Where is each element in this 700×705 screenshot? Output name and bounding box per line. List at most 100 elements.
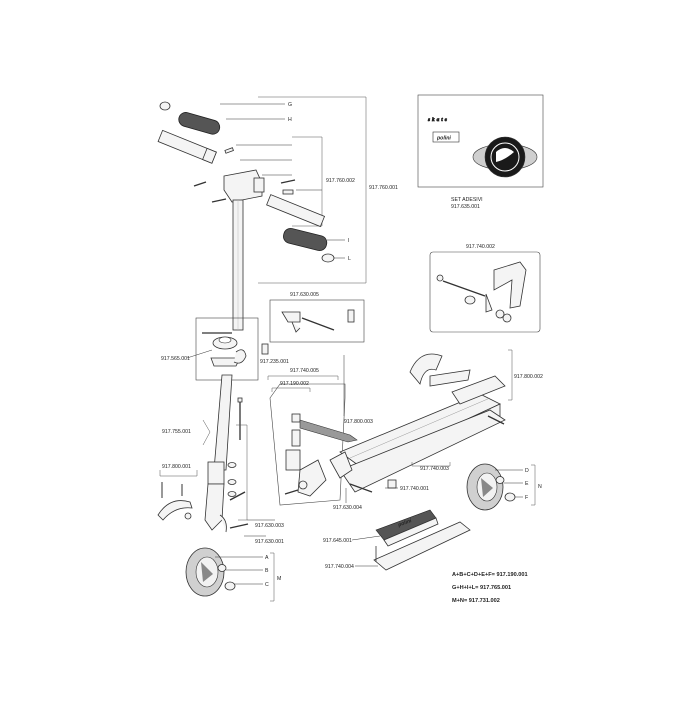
fork-bolt: [229, 491, 246, 501]
rear-wheel-spoke: [481, 478, 493, 497]
brake-lever-hook: [291, 321, 301, 333]
label-917-635-001: 917.635.001: [451, 204, 480, 210]
kickstand-washer-3: [502, 313, 512, 323]
label-917-630-003: 917.630.003: [255, 523, 284, 529]
formula-1: A+B+C+D+E+F= 917.190.001: [452, 572, 528, 578]
deck-rear-mount: [451, 375, 506, 405]
fork-blade: [204, 483, 225, 531]
bracket-190-002: [271, 387, 311, 392]
sticker-polini-box: [432, 131, 460, 143]
label-n: N: [538, 484, 542, 490]
front-fender: [157, 500, 193, 521]
stem-clamp-group: 917.565.001: [161, 317, 259, 381]
brake-block: [285, 449, 301, 471]
handlebar-tube-right: [266, 194, 326, 228]
label-917-760-002: 917.760.002: [326, 178, 355, 184]
label-917-645-001: 917.645.001: [323, 538, 352, 544]
brake-lever-cap: [347, 309, 355, 323]
kickstand-group: 917.740.002: [429, 244, 541, 333]
brake-lever-frame: [269, 299, 365, 343]
deck-group: [329, 353, 506, 493]
stem-tube: [232, 199, 244, 331]
grip-bottom: [283, 228, 328, 252]
bolt-left-lower: [211, 198, 227, 203]
label-917-800-002: 917.800.002: [514, 374, 543, 380]
label-917-630-004: 917.630.004: [333, 505, 362, 511]
label-i: I: [348, 238, 349, 244]
label-917-740-003: 917.740.003: [420, 466, 449, 472]
fork-nut-2: [227, 479, 237, 485]
washer-right: [282, 189, 294, 195]
label-917-740-004: 917.740.004: [325, 564, 354, 570]
fork-head: [207, 461, 225, 485]
end-cap-bottom: [321, 253, 335, 263]
deck-groove: [349, 397, 491, 459]
label-c: C: [265, 582, 269, 588]
rear-axle-bolt: [487, 415, 505, 425]
brake-spacer-2: [291, 429, 301, 447]
clip-235: 917.235.001: [233, 343, 289, 365]
sticker-skate-word: skate: [427, 117, 449, 123]
label-917-630-001: 917.630.001: [255, 539, 284, 545]
kickstand-nut: [436, 274, 444, 282]
leader-565: [186, 349, 213, 359]
handlebar-bracket: [258, 96, 367, 284]
label-917-755-001: 917.755.001: [162, 429, 191, 435]
brake-pin: [284, 489, 299, 495]
bracket-800-001: [159, 470, 198, 477]
label-917-630-005: 917.630.005: [290, 292, 319, 298]
bracket-740-003: [411, 462, 451, 467]
label-917-800-003: 917.800.003: [344, 419, 373, 425]
clamp-block: [253, 177, 265, 193]
handlebar-tube-left: [157, 129, 217, 164]
rear-wheel-group: D E F N: [466, 463, 542, 511]
rear-fender: [409, 353, 443, 385]
rear-fender-bracket: [429, 369, 471, 387]
fork-nut-3: [227, 491, 237, 497]
fork-pin-head: [237, 397, 243, 403]
bracket-755: [202, 419, 211, 446]
deck-base-plate: [373, 521, 471, 571]
kickstand-washer-2: [495, 309, 505, 319]
hinge-bolt: [349, 483, 373, 493]
kickstand-washer-1: [464, 295, 476, 305]
brake-lever-group: 917.630.005: [269, 292, 365, 343]
kickstand-foot-1: [485, 293, 493, 313]
label-917-800-001: 917.800.001: [162, 464, 191, 470]
brake-spring: [299, 419, 358, 443]
brake-bolt: [298, 480, 308, 490]
handlebar-group: 917.760.001 917.760.002 G H: [157, 96, 398, 284]
hinge-nut: [387, 479, 397, 489]
kickstand-frame: [429, 251, 541, 333]
label-set-adesivi: SET ADESIVI: [451, 197, 483, 203]
label-917-740-005: 917.740.005: [290, 368, 319, 374]
front-spacer: [224, 581, 236, 591]
deck-plate-group: polini 917.645.001 917.740.004: [323, 509, 471, 571]
front-wheel-spoke: [201, 562, 213, 582]
label-917-565-001: 917.565.001: [161, 356, 190, 362]
deck-hinge: [329, 451, 353, 479]
fender-washer: [184, 512, 192, 520]
label-e: E: [525, 481, 529, 487]
stem-collar-hole: [218, 336, 232, 344]
bracket-m: [270, 552, 275, 602]
brake-frame: [269, 383, 346, 506]
fork-nut-1: [227, 462, 237, 468]
label-917-740-002: 917.740.002: [466, 244, 495, 250]
label-a: A: [265, 555, 269, 561]
deck-plate-brand: polini: [396, 518, 413, 529]
label-m: M: [277, 576, 281, 582]
brake-lever-body: [281, 311, 301, 323]
label-f: F: [525, 495, 528, 501]
bracket-740-005: [267, 375, 339, 380]
label-g: G: [288, 102, 292, 108]
label-l: L: [348, 256, 351, 262]
sticker-polini-text: polini: [436, 136, 451, 142]
leader-645: [351, 535, 381, 541]
bracket-630-003: [236, 424, 248, 521]
front-wheel-group: A B C M: [185, 547, 281, 602]
brake-group: 917.740.005 917.190.002: [267, 368, 358, 506]
label-d: D: [525, 468, 529, 474]
formula-3: M+N= 917.731.002: [452, 598, 500, 604]
